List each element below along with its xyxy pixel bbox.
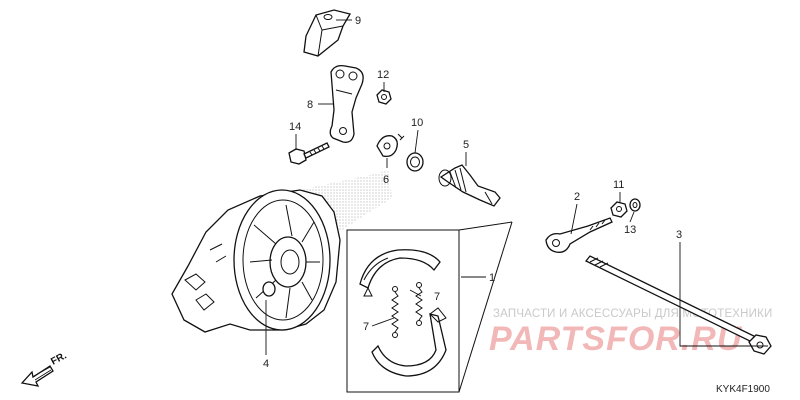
part-6-indicator-plate — [376, 135, 398, 158]
part-10-felt-seal — [397, 133, 424, 172]
callout-1: 1 — [489, 272, 495, 284]
leader-lines — [265, 19, 768, 355]
callout-7-left: 7 — [363, 321, 369, 333]
callout-9: 9 — [355, 15, 361, 27]
part-14-bolt — [288, 142, 330, 165]
callouts: 9 12 8 14 10 5 6 2 11 13 3 1 7 7 4 — [263, 15, 682, 370]
part-4-brake-panel — [171, 189, 341, 333]
callout-4: 4 — [263, 358, 269, 370]
part-12-nut — [376, 89, 392, 105]
callout-6: 6 — [383, 174, 389, 186]
callout-13: 13 — [624, 224, 636, 236]
callout-10: 10 — [411, 117, 423, 129]
callout-11: 11 — [613, 179, 624, 191]
part-1-shoe-box — [346, 221, 513, 393]
watermark: ЗАПЧАСТИ И АКСЕССУАРЫ ДЛЯ МОТОТЕХНИКИ PA… — [489, 308, 773, 358]
direction-arrow-icon — [20, 365, 54, 387]
part-11-nut — [610, 201, 628, 218]
callout-5: 5 — [463, 139, 469, 151]
part-3-axle — [584, 255, 772, 355]
callout-12: 12 — [377, 69, 389, 81]
part-5-cam-shaft — [438, 164, 501, 207]
part-9-cap — [303, 9, 351, 57]
callout-7-right: 7 — [434, 291, 440, 303]
direction-label: FR. — [49, 350, 69, 367]
callout-8: 8 — [307, 99, 313, 111]
part-2-stopper-arm — [545, 217, 613, 253]
callout-3: 3 — [676, 229, 682, 241]
watermark-logo-text: PARTSFOR.RU — [489, 320, 743, 358]
watermark-tagline: ЗАПЧАСТИ И АКСЕССУАРЫ ДЛЯ МОТОТЕХНИКИ — [493, 308, 773, 320]
part-8-brake-arm — [329, 64, 364, 143]
callout-2: 2 — [574, 191, 580, 203]
callout-14: 14 — [289, 121, 301, 133]
front-direction-indicator: FR. — [20, 350, 69, 387]
diagram-code: KYK4F1900 — [716, 384, 770, 395]
part-13-washer — [629, 198, 641, 212]
